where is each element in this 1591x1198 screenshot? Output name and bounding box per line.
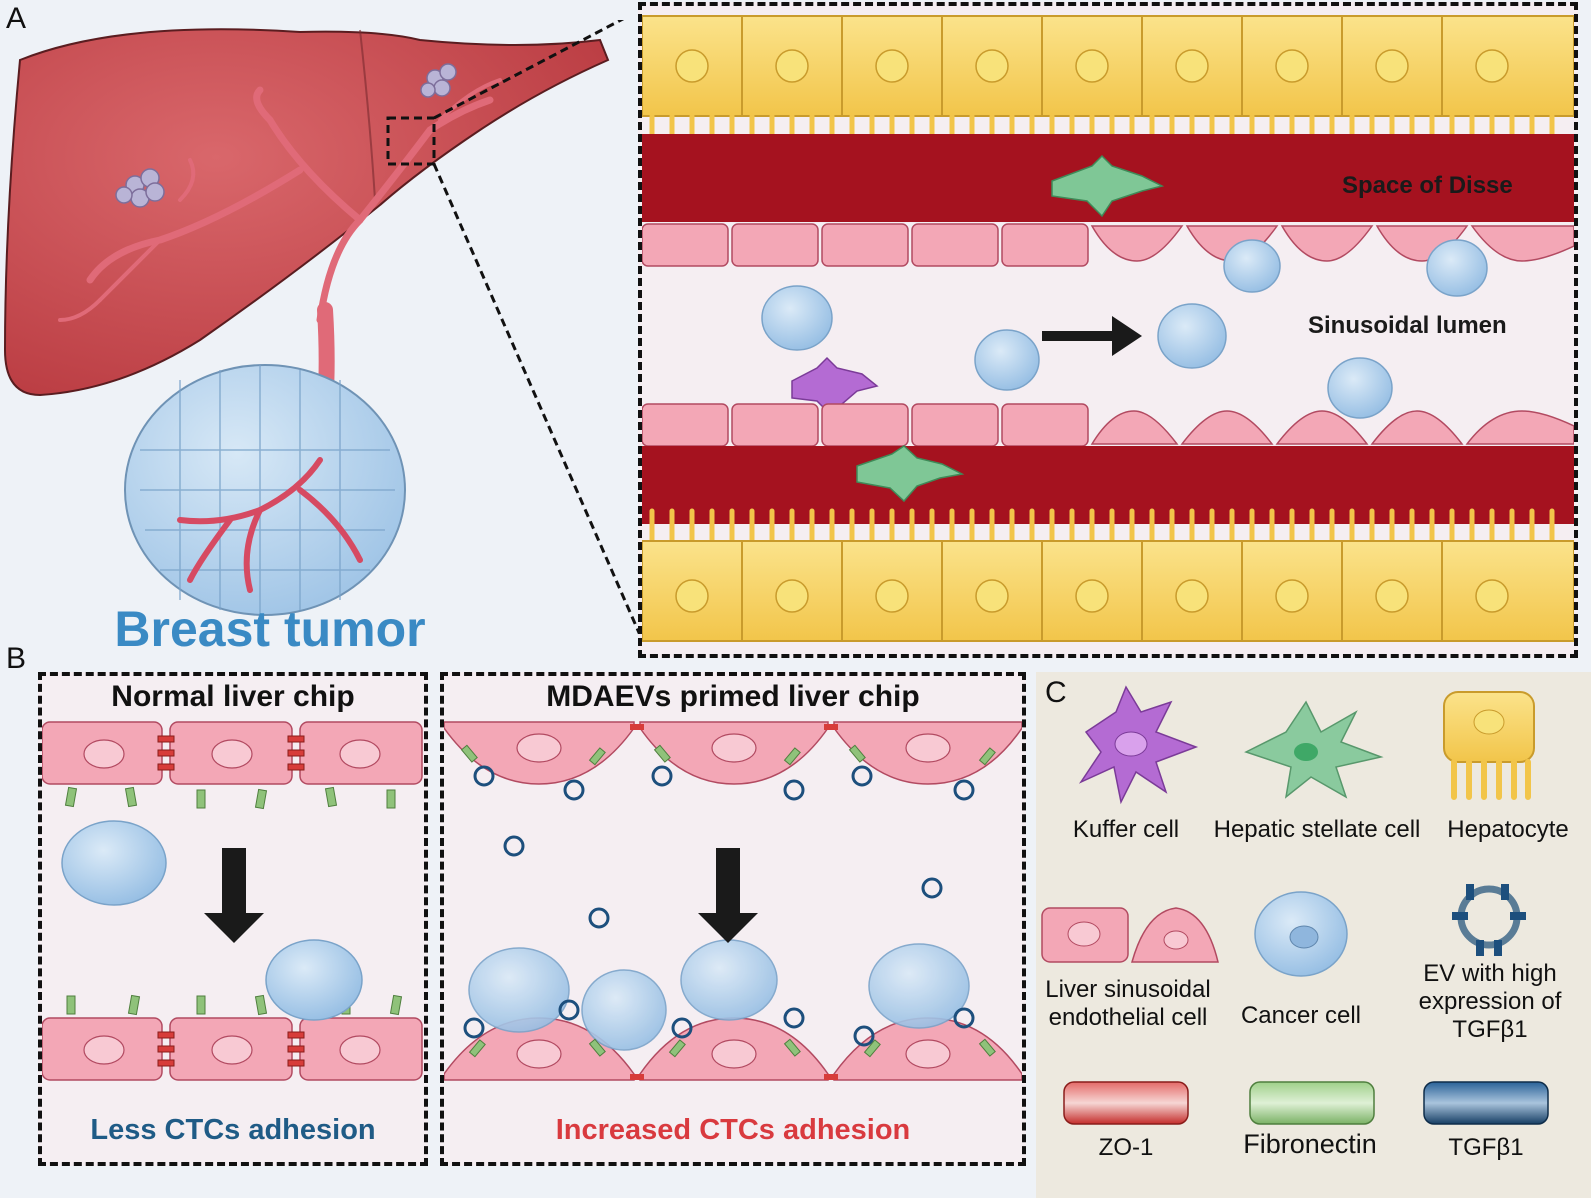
- stellate-cell-bottom: [856, 445, 965, 503]
- flow-arrow: [1042, 316, 1142, 356]
- legend-cancer-label: Cancer cell: [1240, 1002, 1362, 1029]
- space-of-disse-label: Space of Disse: [1342, 172, 1513, 199]
- increased-ctc-caption: Increased CTCs adhesion: [555, 1114, 911, 1146]
- hepatocyte-row-bottom: [642, 540, 1574, 642]
- stellate-cell-top: [1051, 154, 1165, 218]
- legend-hepatocyte-label: Hepatocyte: [1447, 816, 1569, 843]
- down-arrow-left: [204, 848, 264, 943]
- panel-b-letter: B: [6, 642, 27, 675]
- panel-a-letter: A: [6, 2, 27, 35]
- normal-chip-illustration: [42, 721, 423, 1081]
- sinusoidal-lumen-label: Sinusoidal lumen: [1308, 312, 1507, 339]
- legend-tgfb1-label: TGFβ1: [1448, 1134, 1524, 1161]
- breast-tumor-label: Breast tumor: [114, 601, 426, 657]
- less-ctc-caption: Less CTCs adhesion: [90, 1114, 376, 1146]
- sinusoid-illustration: [642, 15, 1574, 642]
- hepatocyte-icon: [1443, 691, 1535, 800]
- space-of-disse-bottom: [642, 446, 1574, 524]
- normal-chip-title: Normal liver chip: [111, 680, 355, 713]
- kuffer-cell: [791, 356, 879, 412]
- down-arrow-right: [698, 848, 758, 943]
- legend-lsec-label: Liver sinusoidal endothelial cell: [1045, 976, 1211, 1031]
- tgfb1-swatch: [1423, 1081, 1549, 1125]
- legend-ev-label: EV with high expression of TGFβ1: [1418, 960, 1562, 1043]
- hepatocyte-row-top: [642, 15, 1574, 117]
- legend-zo1-label: ZO-1: [1098, 1134, 1154, 1161]
- primed-chip-title: MDAEVs primed liver chip: [546, 680, 920, 713]
- legend-fibronectin-label: Fibronectin: [1243, 1129, 1377, 1159]
- liver-body: [3, 28, 610, 397]
- ev-icon: [1452, 884, 1526, 956]
- primed-chip-illustration: [444, 721, 1022, 1081]
- legend-kuffer-label: Kuffer cell: [1072, 816, 1180, 843]
- zo1-swatch: [1063, 1081, 1189, 1125]
- fibronectin-swatch: [1249, 1081, 1375, 1125]
- liver-illustration: [3, 20, 640, 636]
- panel-c-letter: C: [1045, 676, 1067, 709]
- legend-icons: [1041, 685, 1549, 1125]
- legend-stellate-label: Hepatic stellate cell: [1213, 816, 1421, 843]
